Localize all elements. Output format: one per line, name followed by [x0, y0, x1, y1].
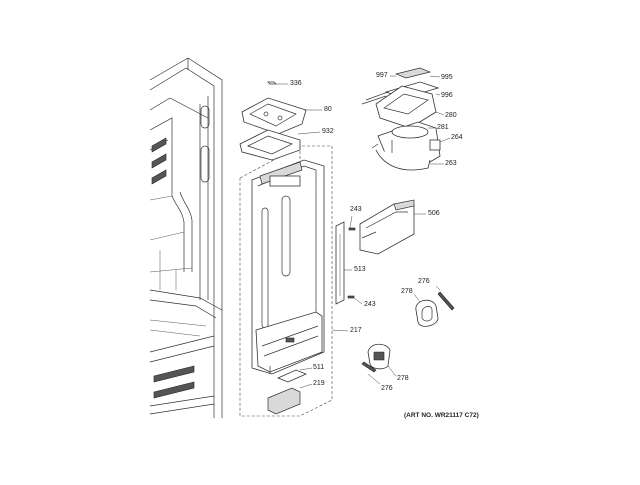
bracket-upper: [415, 291, 455, 327]
small-parts: [267, 369, 308, 415]
callout-217: 217: [350, 327, 362, 334]
leader-lines: [276, 75, 451, 389]
callout-511: 511: [313, 364, 325, 371]
callout-513: 513: [354, 266, 366, 273]
callout-278-lower: 278: [397, 375, 409, 382]
callout-276-lower: 276: [381, 385, 393, 392]
vent-cover-parts: [239, 81, 307, 161]
cabinet-drawing: [149, 57, 223, 418]
dispenser-cover: [359, 199, 415, 255]
callout-995: 995: [441, 74, 453, 81]
callout-996: 996: [441, 92, 453, 99]
callout-932: 932: [322, 128, 334, 135]
callout-281: 281: [437, 124, 449, 131]
callout-276-upper: 276: [418, 278, 430, 285]
callout-264: 264: [451, 134, 463, 141]
main-liner-panel: [251, 159, 325, 375]
callout-278-upper: 278: [401, 288, 413, 295]
bracket-lower: [361, 343, 391, 373]
callout-263: 263: [445, 160, 457, 167]
callout-336: 336: [290, 80, 302, 87]
callout-997: 997: [376, 72, 388, 79]
callout-243-lower: 243: [364, 301, 376, 308]
callout-219: 219: [313, 380, 325, 387]
callout-280: 280: [445, 112, 457, 119]
callout-506: 506: [428, 210, 440, 217]
callout-243-upper: 243: [350, 206, 362, 213]
art-number: (ART NO. WR21117 C72): [404, 412, 479, 419]
dispenser-assembly: [361, 67, 441, 171]
rail-and-screws: [335, 221, 356, 305]
callout-80: 80: [324, 106, 332, 113]
